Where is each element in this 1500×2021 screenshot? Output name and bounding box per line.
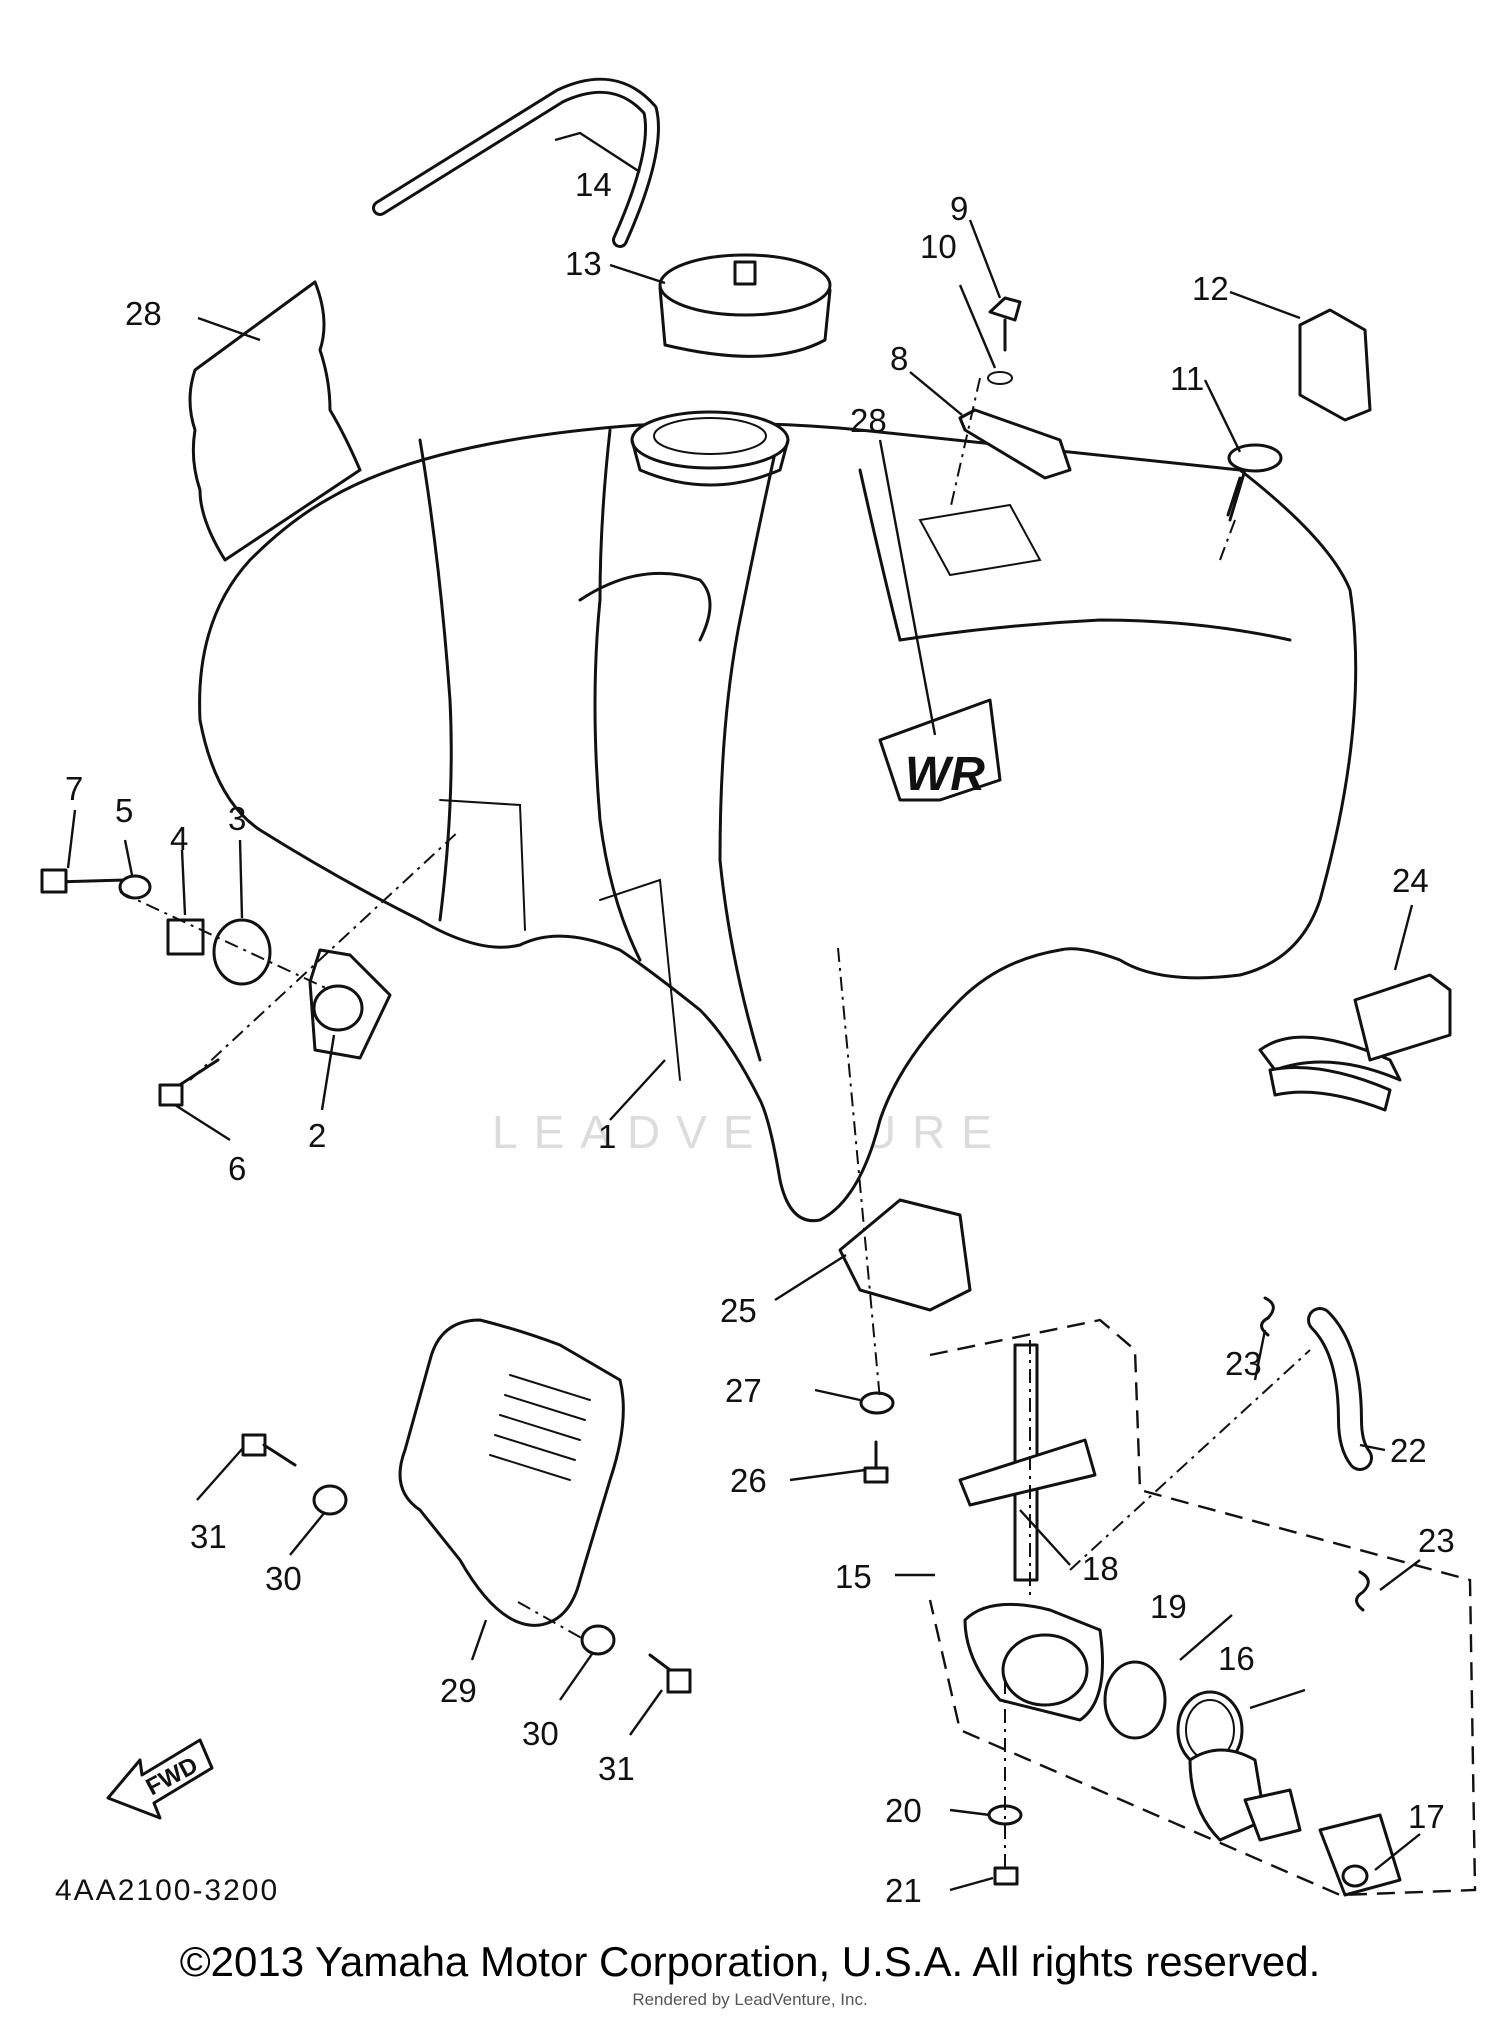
bolt-31 [241,1433,297,1467]
tank-badge: WR [905,748,985,801]
copyright-notice: ©2013 Yamaha Motor Corporation, U.S.A. A… [179,1938,1321,1985]
callout-26: 26 [730,1462,767,1499]
callout-16: 16 [1218,1640,1255,1677]
fwd-arrow: FWD [106,1738,214,1820]
callout-31b: 31 [598,1750,635,1787]
callout-27: 27 [725,1372,762,1409]
breather-hose [372,77,660,248]
callout-15: 15 [835,1558,872,1595]
callout-29: 29 [440,1672,477,1709]
callout-25: 25 [720,1292,757,1329]
rubber-damper-24 [1258,973,1452,1112]
centerline-right [837,947,881,1401]
callout-18: 18 [1082,1550,1119,1587]
callout-10: 10 [920,228,957,265]
cover-29 [398,1318,625,1627]
callout-11: 11 [1170,360,1204,397]
callout-14: 14 [575,166,612,203]
callout-23: 23 [1225,1345,1262,1382]
callout-5: 5 [115,792,133,829]
callout-6: 6 [228,1150,246,1187]
damper [1298,308,1372,422]
fuel-cap [658,253,832,358]
bracket-screw [958,296,1072,480]
callout-3: 3 [228,800,246,837]
nut-30b [580,1624,616,1656]
callout-1: 1 [598,1118,616,1155]
emblem-sheet [188,280,362,562]
callout-20: 20 [885,1792,922,1829]
callout-19: 19 [1150,1588,1187,1625]
callout-28: 28 [125,295,162,332]
callout-28b: 28 [850,402,887,439]
callout-9: 9 [950,190,968,227]
centerline-tank-hole [949,377,1236,561]
leader-lines [66,131,1421,1892]
centerline-left [189,829,461,1081]
screw-26 [863,1440,889,1484]
callout-8: 8 [890,340,908,377]
callout-4: 4 [170,820,188,857]
clip-23b [1355,1570,1370,1612]
callout-31: 31 [190,1518,227,1555]
cover-ribs [489,1374,591,1481]
bolt-31b [648,1653,692,1694]
bracket-25 [838,1198,972,1312]
fuel-cock-group-outline [928,1318,1477,1897]
callout-30b: 30 [522,1715,559,1752]
callout-22: 22 [1390,1432,1427,1469]
clip-23 [1260,1296,1275,1337]
callout-30: 30 [265,1560,302,1597]
nut-30 [312,1484,348,1516]
fuel-cock [958,1343,1104,1722]
centerline-29 [517,1601,586,1641]
callout-13: 13 [565,245,602,282]
fuel-cock-internals [1103,1660,1402,1897]
fuel-tank: WR [198,410,1358,1223]
callout-23b: 23 [1418,1522,1455,1559]
centerline-left-b [119,891,331,991]
part-code: 4AA2100-3200 [55,1874,279,1907]
watermark: LEADVENTURE [492,1106,1008,1158]
centerline-cock [1004,1340,1031,1870]
left-mount-hardware [40,868,392,1107]
callout-24: 24 [1392,862,1429,899]
screw-11 [1226,443,1283,522]
callout-12: 12 [1192,270,1229,307]
callout-21: 21 [885,1872,922,1909]
callout-2: 2 [308,1117,326,1154]
rendered-by-credit: Rendered by LeadVenture, Inc. [632,1990,868,2009]
washer-27 [859,1391,895,1415]
callout-7: 7 [65,770,83,807]
screw-21 [993,1866,1019,1886]
centerline-hose [1069,1349,1311,1571]
callouts: 14 13 28 12 9 10 8 11 28 7 5 4 3 2 6 1 2… [65,166,1455,1909]
callout-17: 17 [1408,1798,1445,1835]
